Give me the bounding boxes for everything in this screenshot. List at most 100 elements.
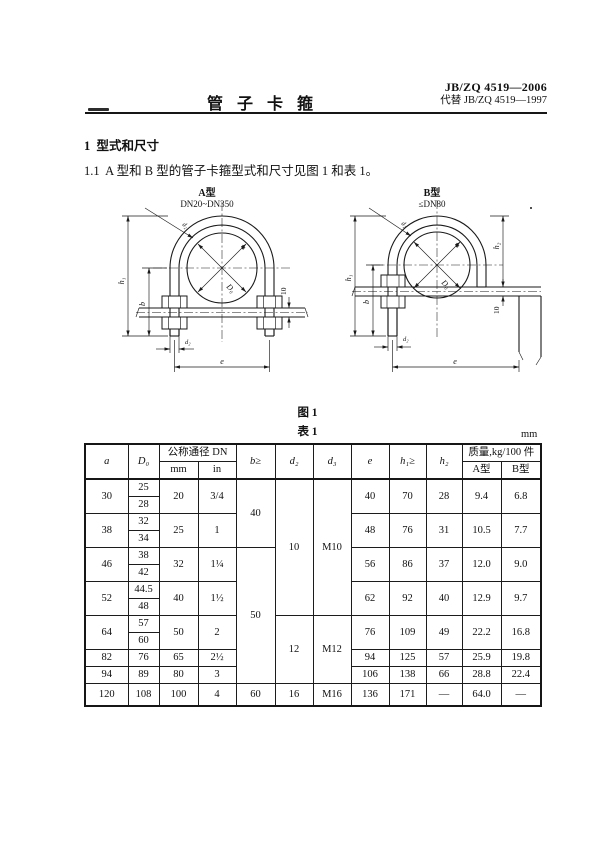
table-cell: 38 — [84, 513, 129, 548]
table-cell: 9.4 — [461, 478, 502, 514]
dim-label-h1: h₁ — [344, 274, 353, 281]
col-header-d3: d₃ — [312, 443, 352, 480]
table-cell: 4 — [197, 683, 237, 707]
table-cell: 28.8 — [461, 666, 502, 684]
section-heading: 1 型式和尺寸 — [84, 139, 160, 153]
table-cell: 70 — [388, 478, 427, 514]
col-header-h1: h₁≥ — [388, 443, 427, 480]
scan-artifact — [88, 108, 109, 111]
table-cell: — — [500, 683, 542, 707]
table-cell: 32 — [127, 513, 160, 531]
col-header-d0: D₀ — [127, 443, 160, 480]
table-cell: 28 — [425, 478, 463, 514]
dim-label-d2: d₂ — [403, 336, 409, 343]
table-cell: 7.7 — [500, 513, 542, 548]
dim-label-d0: D₀ — [439, 277, 452, 290]
standard-replaces: 代替 JB/ZQ 4519—1997 — [440, 95, 547, 106]
dim-label-b: b — [362, 300, 371, 304]
col-header-h2: h₂ — [425, 443, 463, 480]
table-cell: 12.9 — [461, 581, 502, 616]
table-cell: 22.4 — [500, 666, 542, 684]
table-cell: 109 — [388, 615, 427, 650]
col-header-mm: mm — [158, 461, 199, 480]
col-header-dn: 公称通径 DN — [158, 443, 237, 462]
table-cell: 86 — [388, 547, 427, 582]
figure-caption: 图 1 — [297, 407, 318, 419]
table-cell: 37 — [425, 547, 463, 582]
table-cell: 65 — [158, 649, 199, 667]
figure-1: A型 DN20~DN350 — [105, 186, 565, 404]
table-cell: 25 — [127, 478, 160, 497]
table-cell: 57 — [127, 615, 160, 633]
table-cell: 1¼ — [197, 547, 237, 582]
table-cell: 30 — [84, 478, 129, 514]
page-title: 管 子 卡 箍 — [206, 96, 318, 113]
col-header-mass-b: B型 — [500, 461, 542, 480]
table-cell: 62 — [350, 581, 390, 616]
table-cell: 40 — [425, 581, 463, 616]
table-cell: 108 — [127, 683, 160, 707]
table-cell: 28 — [127, 496, 160, 514]
table-cell: 60 — [127, 632, 160, 650]
table-cell: 42 — [127, 564, 160, 582]
table-cell: 120 — [84, 683, 129, 707]
col-header-a: a — [84, 443, 129, 480]
table-cell: 76 — [388, 513, 427, 548]
table-cell: 64.0 — [461, 683, 502, 707]
table-cell: 52 — [84, 581, 129, 616]
table-cell: 16 — [274, 683, 314, 707]
table-cell: 9.0 — [500, 547, 542, 582]
table-cell: 56 — [350, 547, 390, 582]
dim-label-ten: 10 — [279, 287, 288, 295]
table-cell: 38 — [127, 547, 160, 565]
table-caption: 表 1 — [297, 426, 318, 438]
table-cell: 6.8 — [500, 478, 542, 514]
table-cell: 22.2 — [461, 615, 502, 650]
table-cell: 12 — [274, 615, 314, 684]
table-cell: 94 — [350, 649, 390, 667]
figure-a-drawing: A型 DN20~DN350 — [117, 186, 309, 372]
table-cell: M10 — [312, 478, 352, 616]
dim-label-a: a — [238, 242, 247, 251]
table-cell: 19.8 — [500, 649, 542, 667]
table-cell: 40 — [158, 581, 199, 616]
figure-b-drawing: B型 ≤DN80 — [344, 186, 542, 372]
table-cell: 106 — [350, 666, 390, 684]
dim-label-ten: 10 — [492, 306, 501, 314]
table-cell: 80 — [158, 666, 199, 684]
table-cell: 3/4 — [197, 478, 237, 514]
table-cell: 125 — [388, 649, 427, 667]
col-header-in: in — [197, 461, 237, 480]
standard-codes: JB/ZQ 4519—2006 代替 JB/ZQ 4519—1997 — [440, 80, 547, 108]
table-cell: 40 — [350, 478, 390, 514]
table-cell: 49 — [425, 615, 463, 650]
table-cell: 82 — [84, 649, 129, 667]
table-cell: 3 — [197, 666, 237, 684]
table-cell: 48 — [127, 598, 160, 616]
scan-dot — [530, 207, 532, 209]
table-cell: 48 — [350, 513, 390, 548]
table-cell: 32 — [158, 547, 199, 582]
table-cell: 10 — [274, 478, 314, 616]
table-cell: 44.5 — [127, 581, 160, 599]
table-cell: 25.9 — [461, 649, 502, 667]
table-cell: — — [425, 683, 463, 707]
table-cell: 25 — [158, 513, 199, 548]
table-cell: 20 — [158, 478, 199, 514]
table-cell: 9.7 — [500, 581, 542, 616]
col-header-mass: 质量,kg/100 件 — [461, 443, 542, 462]
table-cell: 40 — [235, 478, 276, 548]
header-rule — [85, 112, 547, 114]
dim-label-b: b — [138, 302, 147, 306]
table-cell: 76 — [127, 649, 160, 667]
spec-table: a D₀ 公称通径 DN b≥ d₂ d₃ e h₁≥ h₂ 质量,kg/100… — [84, 443, 543, 707]
table-cell: M12 — [312, 615, 352, 684]
table-cell: 46 — [84, 547, 129, 582]
